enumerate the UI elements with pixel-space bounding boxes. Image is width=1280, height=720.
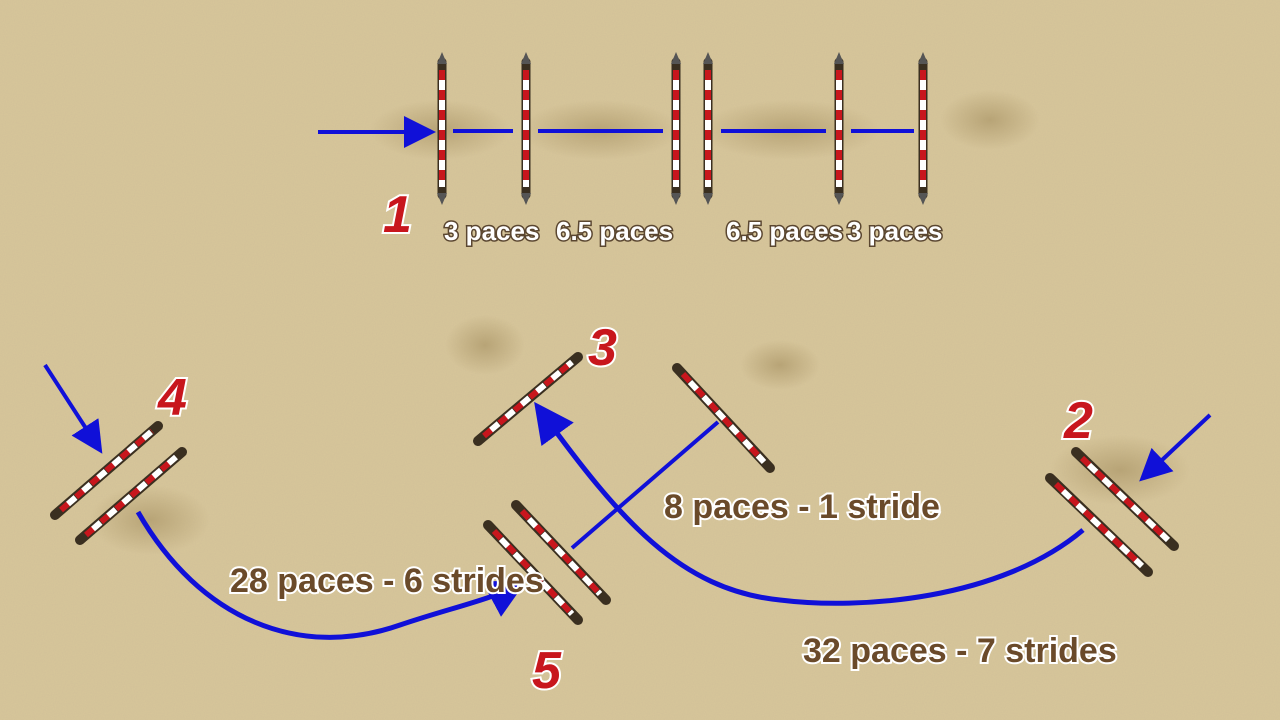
fence-number-5: 5 [532, 642, 562, 700]
fence-3-pole [473, 352, 583, 446]
grid-pole-6 [918, 52, 928, 205]
distance-2-to-3: 32 paces - 7 strides [803, 632, 1117, 670]
fence-vertical-pole [672, 363, 775, 473]
grid-pole-2 [521, 52, 531, 205]
grid-distance-2: 6.5 paces [556, 216, 673, 246]
grid-distance-4: 3 paces [847, 216, 942, 246]
grid-route [318, 116, 914, 148]
grid-poles [437, 52, 928, 205]
grid-pole-5 [834, 52, 844, 205]
fence-number-1: 1 [383, 186, 412, 244]
approach-arrow-2 [1139, 413, 1212, 482]
route-4-to-5 [135, 510, 527, 640]
route-2-to-3 [534, 401, 1085, 606]
fence-4-oxer [50, 421, 187, 545]
fence-number-2: 2 [1063, 392, 1093, 450]
distance-5-to-3: 8 paces - 1 stride [664, 488, 940, 526]
distance-4-to-5: 28 paces - 6 strides [230, 562, 544, 600]
course-routes [43, 363, 1212, 640]
approach-arrow-4 [43, 363, 103, 454]
route-5-to-fence [570, 420, 720, 550]
grid-distance-1: 3 paces [444, 216, 539, 246]
grid-pole-1 [437, 52, 447, 205]
fence-number-3: 3 [588, 319, 617, 377]
fence-2-oxer [1045, 447, 1179, 577]
grid-distance-3: 6.5 paces [726, 216, 843, 246]
fence-number-4: 4 [157, 369, 187, 427]
fence-5-oxer [483, 500, 611, 625]
grid-pole-3 [671, 52, 681, 205]
grid-pole-4 [703, 52, 713, 205]
